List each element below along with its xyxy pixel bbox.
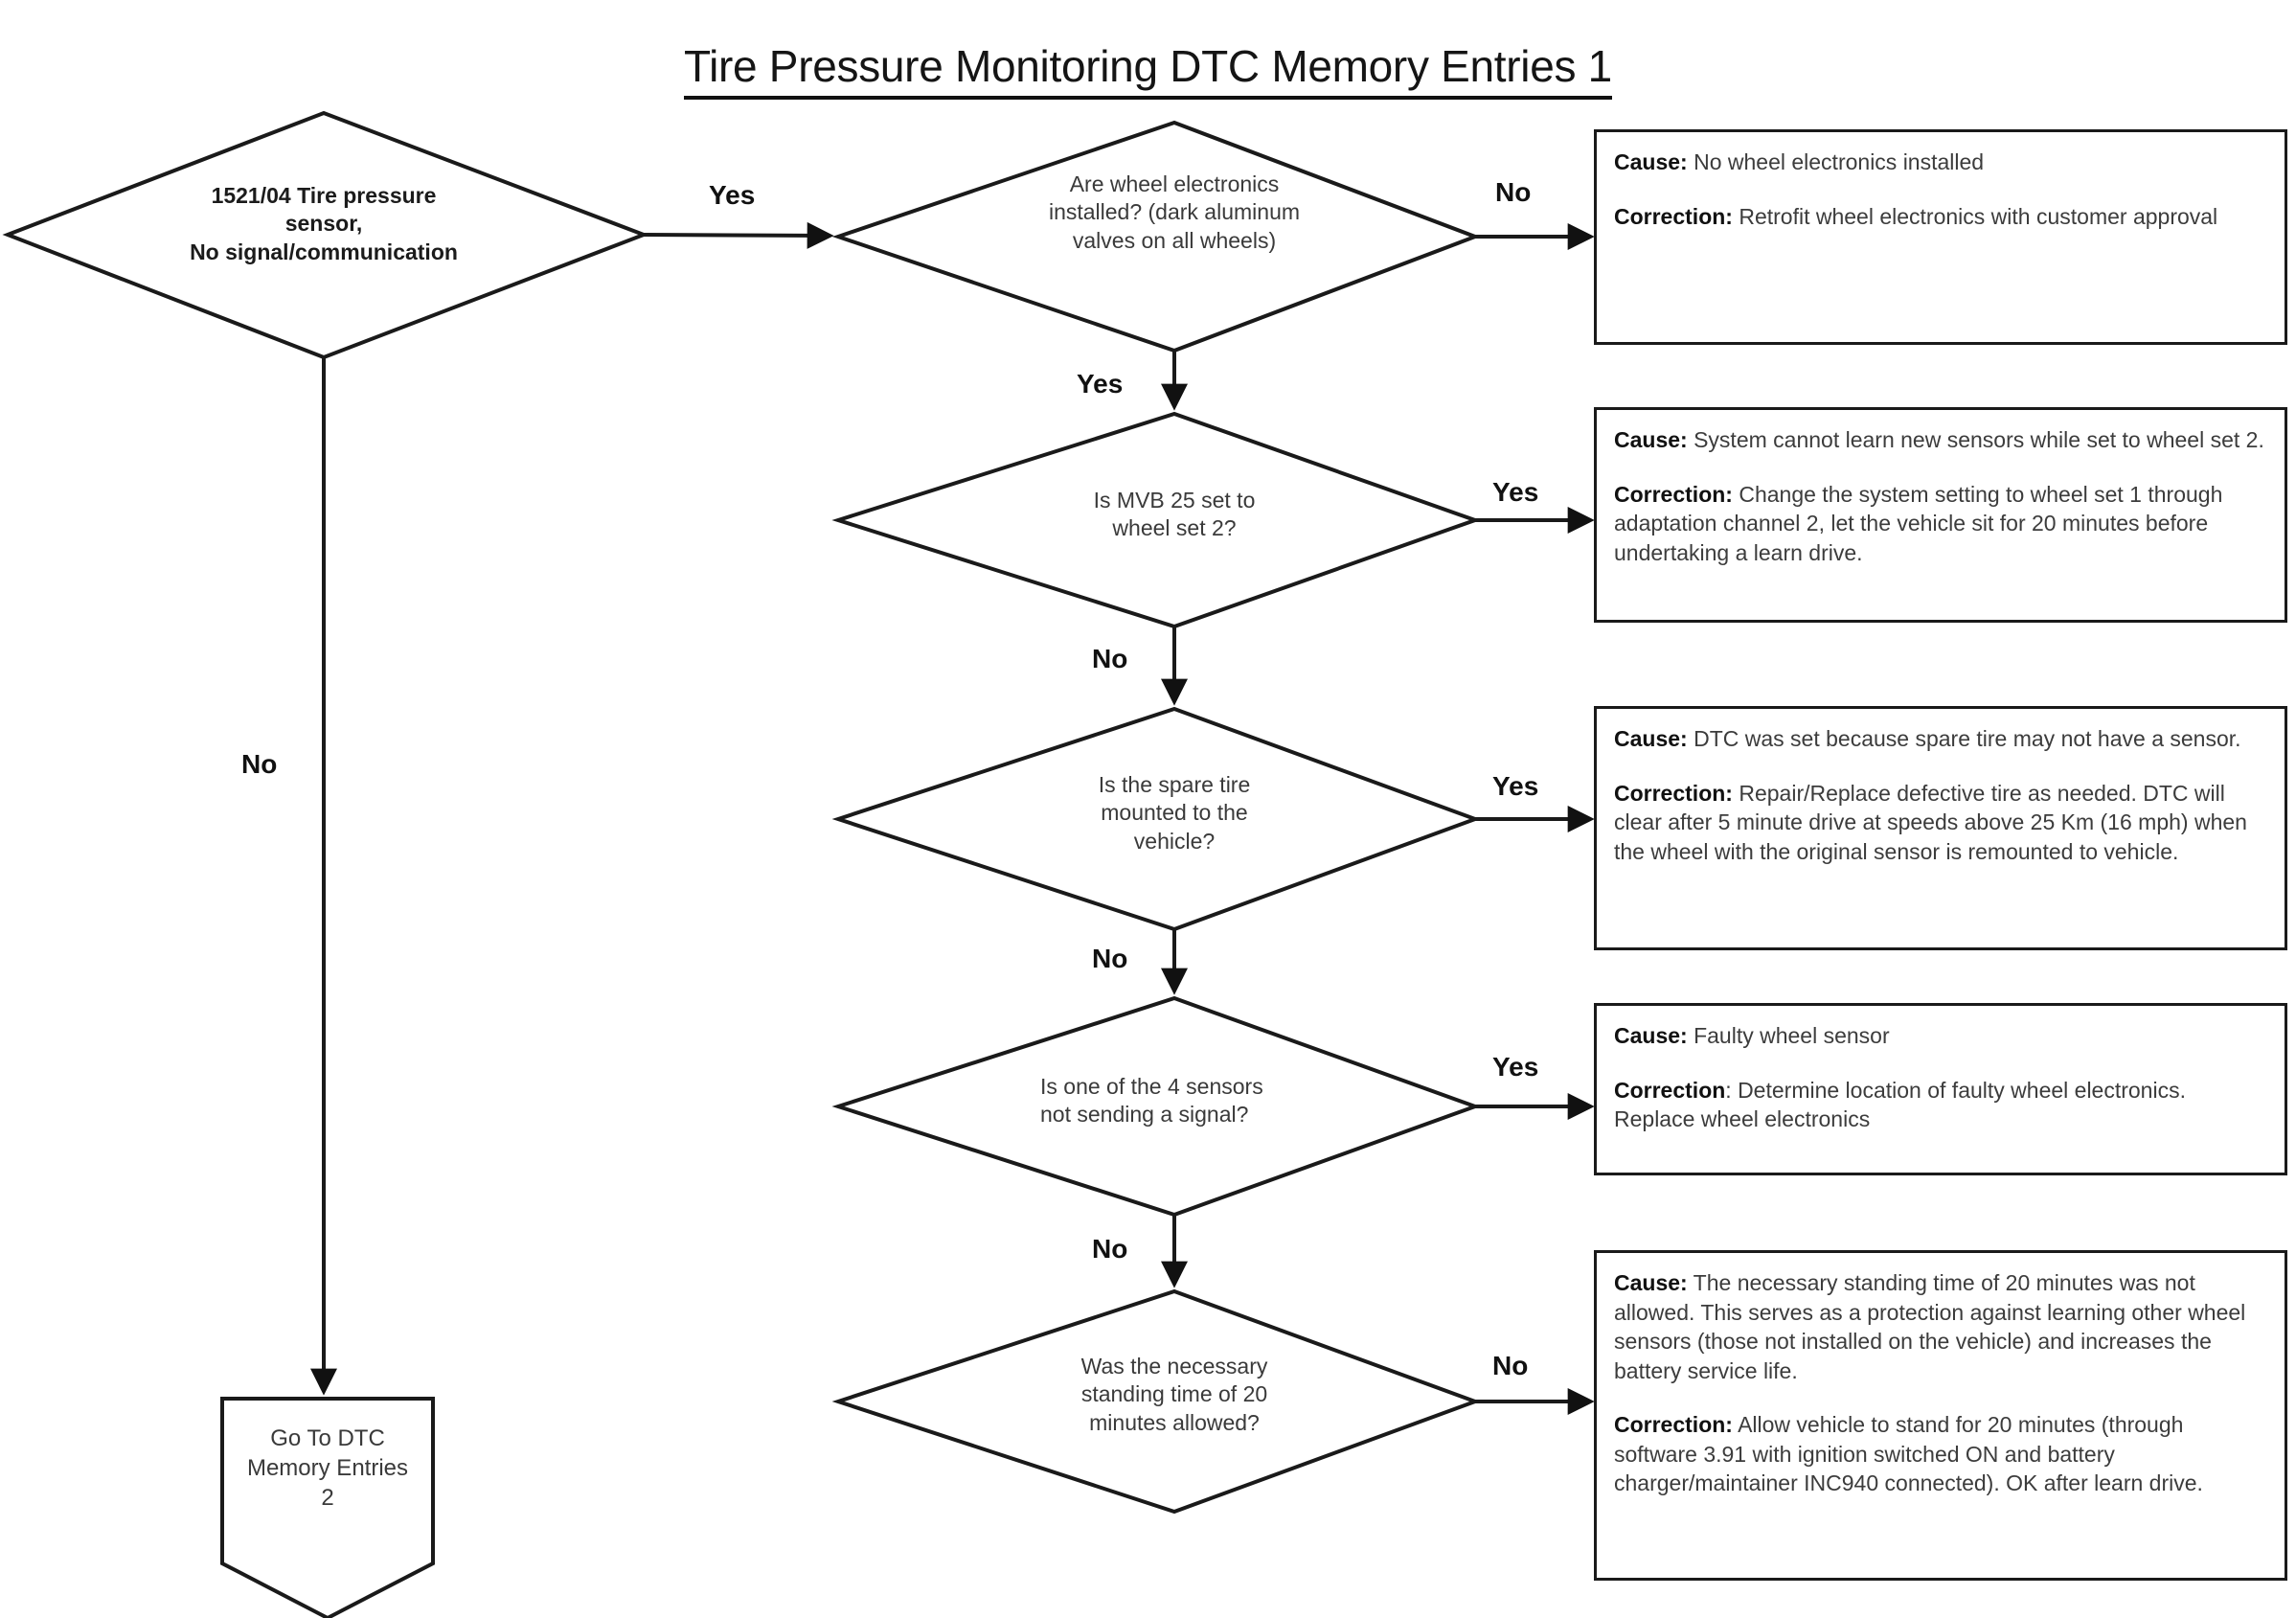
edge-label-q5-no: No xyxy=(1492,1351,1529,1380)
edge-label-q3-no: No xyxy=(1092,944,1128,973)
edge-label-start-yes: Yes xyxy=(709,180,756,210)
edge-label-q1-yes: Yes xyxy=(1077,369,1124,399)
box5-cause-label: Cause: xyxy=(1614,1270,1688,1295)
node-terminal-shape xyxy=(220,1397,435,1618)
box3-correction: Correction: Repair/Replace defective tir… xyxy=(1614,779,2267,867)
page-title: Tire Pressure Monitoring DTC Memory Entr… xyxy=(0,40,2296,100)
cause-correction-box-5: Cause: The necessary standing time of 20… xyxy=(1594,1250,2287,1581)
box4-correction-text: : Determine location of faulty wheel ele… xyxy=(1614,1077,2186,1132)
box2-correction-text: Change the system setting to wheel set 1… xyxy=(1614,481,2223,565)
edge-label-q2-yes: Yes xyxy=(1492,477,1539,507)
page-title-text: Tire Pressure Monitoring DTC Memory Entr… xyxy=(684,41,1612,100)
box2-cause-label: Cause: xyxy=(1614,427,1688,452)
edge-label-q3-yes: Yes xyxy=(1492,771,1539,801)
node-q3-line2: mounted to the xyxy=(1101,800,1248,826)
node-q1-line1: Are wheel electronics xyxy=(1069,171,1280,196)
box4-cause-text: Faulty wheel sensor xyxy=(1687,1023,1890,1048)
box4-cause: Cause: Faulty wheel sensor xyxy=(1614,1021,2267,1051)
node-start-line1: 1521/04 Tire pressure xyxy=(211,183,437,208)
node-start-label: 1521/04 Tire pressure sensor, No signal/… xyxy=(113,182,534,266)
box3-cause-label: Cause: xyxy=(1614,726,1688,751)
node-q3-label: Is the spare tire mounted to the vehicle… xyxy=(964,771,1385,855)
box3-correction-label: Correction: xyxy=(1614,780,1733,806)
node-q2-line2: wheel set 2? xyxy=(1112,515,1237,541)
edge-label-q4-no: No xyxy=(1092,1234,1128,1264)
box1-cause: Cause: No wheel electronics installed xyxy=(1614,148,2267,177)
box1-correction-text: Retrofit wheel electronics with customer… xyxy=(1732,203,2218,229)
node-terminal-line1: Go To DTC xyxy=(270,1425,385,1451)
box5-cause-text: The necessary standing time of 20 minute… xyxy=(1614,1270,2246,1383)
node-terminal-line2: Memory Entries xyxy=(246,1455,409,1482)
node-q3-line3: vehicle? xyxy=(1133,828,1216,854)
box4-correction-label: Correction xyxy=(1614,1077,1726,1103)
box1-correction-label: Correction: xyxy=(1614,203,1733,229)
node-q1-line2: installed? (dark aluminum xyxy=(1048,199,1301,225)
box1-correction: Correction: Retrofit wheel electronics w… xyxy=(1614,202,2267,232)
node-q2-label: Is MVB 25 set to wheel set 2? xyxy=(964,487,1385,543)
box5-cause: Cause: The necessary standing time of 20… xyxy=(1614,1268,2267,1385)
node-q5-line2: standing time of 20 xyxy=(1080,1381,1268,1407)
cause-correction-box-2: Cause: System cannot learn new sensors w… xyxy=(1594,407,2287,623)
box2-cause-text: System cannot learn new sensors while se… xyxy=(1687,427,2264,452)
node-q4-line1: Is one of the 4 sensors xyxy=(1040,1074,1263,1099)
node-q2-line1: Is MVB 25 set to xyxy=(1093,488,1256,513)
box4-cause-label: Cause: xyxy=(1614,1023,1688,1048)
edge-label-start-no: No xyxy=(241,749,278,779)
box3-cause: Cause: DTC was set because spare tire ma… xyxy=(1614,724,2267,754)
box5-correction-label: Correction: xyxy=(1614,1412,1733,1438)
node-q5-line3: minutes allowed? xyxy=(1089,1409,1260,1435)
node-terminal-label: Go To DTC Memory Entries 2 xyxy=(222,1424,433,1514)
box5-correction-text: Allow vehicle to stand for 20 minutes (t… xyxy=(1614,1412,2203,1496)
edge-label-q4-yes: Yes xyxy=(1492,1052,1539,1082)
box2-correction-label: Correction: xyxy=(1614,481,1733,507)
box4-correction: Correction: Determine location of faulty… xyxy=(1614,1076,2267,1134)
node-q1-label: Are wheel electronics installed? (dark a… xyxy=(964,171,1385,255)
box5-correction: Correction: Allow vehicle to stand for 2… xyxy=(1614,1410,2267,1498)
box3-cause-text: DTC was set because spare tire may not h… xyxy=(1687,726,2241,751)
box2-correction: Correction: Change the system setting to… xyxy=(1614,480,2267,568)
node-terminal-line3: 2 xyxy=(321,1485,334,1512)
box1-cause-text: No wheel electronics installed xyxy=(1687,149,1985,174)
node-q5-label: Was the necessary standing time of 20 mi… xyxy=(964,1353,1385,1437)
box3-correction-text: Repair/Replace defective tire as needed.… xyxy=(1614,780,2247,864)
cause-correction-box-1: Cause: No wheel electronics installed Co… xyxy=(1594,129,2287,345)
cause-correction-box-3: Cause: DTC was set because spare tire ma… xyxy=(1594,706,2287,950)
box1-cause-label: Cause: xyxy=(1614,149,1688,174)
cause-correction-box-4: Cause: Faulty wheel sensor Correction: D… xyxy=(1594,1003,2287,1175)
edge-start-to-q1 xyxy=(643,221,834,249)
node-q4-label: Is one of the 4 sensors not sending a si… xyxy=(1040,1073,1423,1129)
box2-cause: Cause: System cannot learn new sensors w… xyxy=(1614,425,2267,455)
node-start-line2: sensor, xyxy=(284,211,363,237)
node-start-line3: No signal/communication xyxy=(190,239,458,264)
node-q4-line2: not sending a signal? xyxy=(1040,1102,1249,1128)
node-q5-line1: Was the necessary xyxy=(1080,1354,1268,1379)
edge-label-q1-no: No xyxy=(1495,177,1532,207)
node-q1-line3: valves on all wheels) xyxy=(1072,227,1277,253)
node-q3-line1: Is the spare tire xyxy=(1098,772,1251,797)
edge-label-q2-no: No xyxy=(1092,644,1128,673)
